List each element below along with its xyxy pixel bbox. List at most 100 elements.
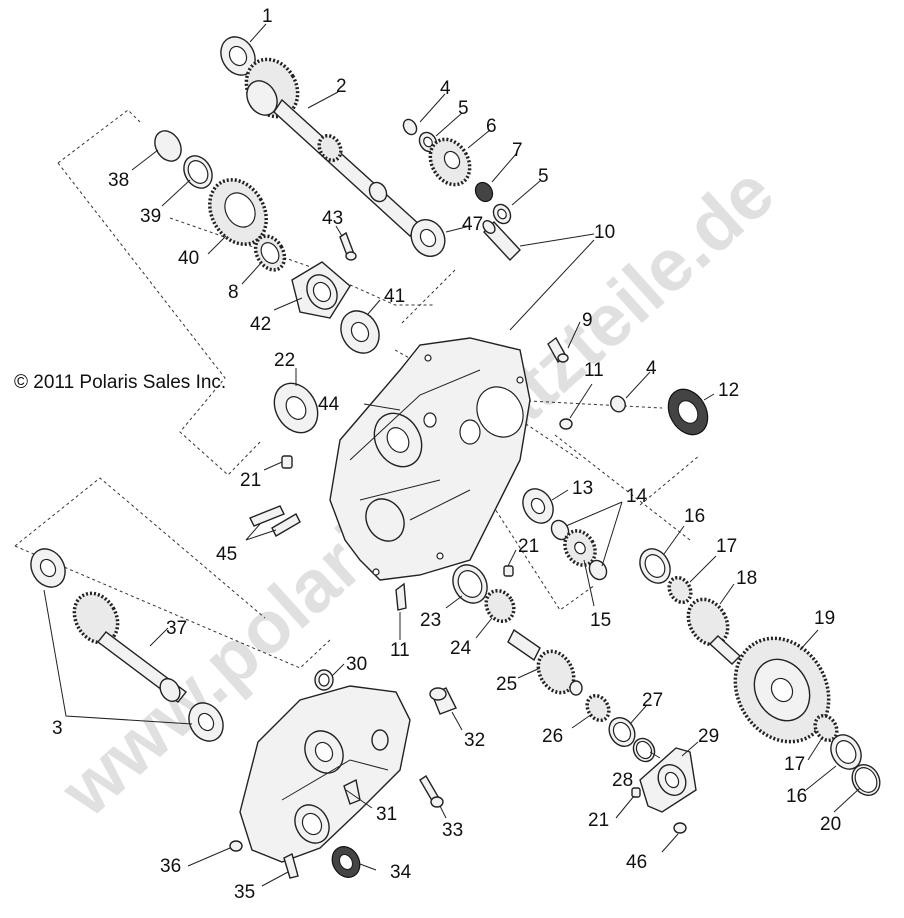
part-dowel-21-mid — [503, 565, 514, 577]
part-dowel-21-low — [631, 787, 641, 798]
callout-42: 42 — [250, 314, 271, 335]
part-race-16-upper — [639, 548, 671, 584]
callout-22: 22 — [274, 350, 295, 371]
part-plug-32 — [429, 687, 457, 715]
callout-34: 34 — [390, 862, 412, 883]
callout-5-mid: 5 — [538, 166, 549, 187]
part-seal-13 — [522, 488, 554, 524]
part-bolt-11-mid — [559, 418, 573, 430]
part-bearing-47 — [410, 219, 446, 257]
part-bearing-26 — [585, 693, 611, 723]
callout-2: 2 — [336, 76, 347, 97]
part-bolt-33 — [419, 775, 444, 808]
callout-18: 18 — [736, 568, 757, 589]
callout-25: 25 — [496, 674, 517, 695]
part-bearing-1 — [220, 36, 256, 76]
callout-7: 7 — [512, 140, 523, 161]
callout-21-mid: 21 — [518, 536, 539, 557]
part-needle-bearing-7 — [474, 181, 494, 203]
callout-23: 23 — [420, 610, 441, 631]
callout-46: 46 — [626, 852, 647, 873]
part-bearing-17-upper — [667, 575, 693, 605]
part-gear-6 — [428, 137, 472, 187]
part-bolt-9 — [547, 336, 569, 364]
leader-lines — [43, 23, 861, 887]
callout-20: 20 — [820, 814, 841, 835]
part-shim-28 — [632, 737, 656, 763]
part-pinion-25 — [507, 628, 583, 696]
callout-17-upper: 17 — [716, 536, 737, 557]
callout-35: 35 — [234, 882, 255, 903]
callout-4-top: 4 — [440, 78, 451, 99]
callout-44: 44 — [318, 394, 340, 415]
callout-4-right: 4 — [646, 358, 657, 379]
callout-21-low: 21 — [588, 810, 609, 831]
callout-15: 15 — [590, 610, 611, 631]
callout-47: 47 — [462, 214, 483, 235]
part-gear-40 — [208, 178, 268, 246]
callout-19: 19 — [814, 608, 835, 629]
part-bushing-30 — [314, 669, 334, 691]
callout-28: 28 — [612, 770, 633, 791]
callout-41: 41 — [384, 286, 405, 307]
callout-3: 3 — [52, 718, 63, 739]
part-retainer-29 — [639, 747, 697, 813]
part-washer-5-mid — [492, 203, 512, 225]
part-bearing-24 — [484, 588, 516, 624]
callout-21-left: 21 — [240, 470, 261, 491]
callout-27: 27 — [642, 690, 663, 711]
part-bolt-46 — [673, 822, 687, 834]
part-gear-15 — [563, 529, 597, 567]
callout-24: 24 — [450, 638, 472, 659]
callout-1: 1 — [262, 6, 273, 27]
part-dowels-45 — [249, 505, 301, 537]
part-bolt-43 — [339, 231, 357, 261]
callout-29: 29 — [698, 726, 719, 747]
part-sleeve-8 — [253, 234, 287, 272]
part-gear-18 — [686, 597, 742, 665]
part-bolt-36 — [229, 840, 243, 852]
part-flange-42 — [291, 261, 351, 319]
part-shim-20 — [851, 763, 881, 797]
callout-39: 39 — [140, 206, 161, 227]
callout-16-lower: 16 — [786, 786, 807, 807]
part-race-23 — [452, 564, 488, 604]
callout-8: 8 — [228, 282, 239, 303]
copyright-notice: © 2011 Polaris Sales Inc. — [14, 372, 226, 393]
callout-36: 36 — [160, 856, 181, 877]
callout-26: 26 — [542, 726, 563, 747]
part-main-case-44 — [329, 337, 531, 581]
callout-31: 31 — [376, 804, 397, 825]
part-ring-4-top — [402, 118, 418, 136]
callout-37: 37 — [166, 618, 187, 639]
callout-45: 45 — [216, 544, 237, 565]
part-race-27 — [608, 716, 636, 748]
part-bolt-11-low — [395, 582, 407, 611]
part-bearing-3-top — [30, 548, 66, 588]
callout-16-upper: 16 — [684, 506, 705, 527]
callout-43: 43 — [322, 208, 343, 229]
callout-40: 40 — [178, 248, 199, 269]
part-seal-34 — [331, 846, 361, 878]
part-pin-10 — [482, 220, 521, 262]
part-bearing-12 — [667, 388, 709, 436]
part-bearing-17-lower — [813, 713, 839, 743]
part-shaft-37 — [72, 591, 187, 703]
part-ring-39 — [183, 155, 213, 189]
part-snap-ring-38 — [154, 130, 182, 162]
part-cover-31 — [239, 685, 411, 863]
callout-11-lower: 11 — [390, 640, 410, 661]
callout-32: 32 — [464, 730, 485, 751]
part-gear-19 — [733, 636, 831, 744]
callout-38: 38 — [108, 170, 129, 191]
part-bolt-35 — [283, 852, 299, 879]
callout-6: 6 — [486, 116, 497, 137]
callout-labels: 1 2 3 4 4 5 5 6 7 8 9 10 11 11 11 12 13 … — [52, 6, 841, 903]
callout-9: 9 — [582, 310, 593, 331]
part-dowel-21-left — [281, 455, 293, 469]
part-bearing-41 — [340, 310, 380, 354]
callout-10: 10 — [594, 222, 615, 243]
part-seal-22 — [273, 382, 319, 434]
